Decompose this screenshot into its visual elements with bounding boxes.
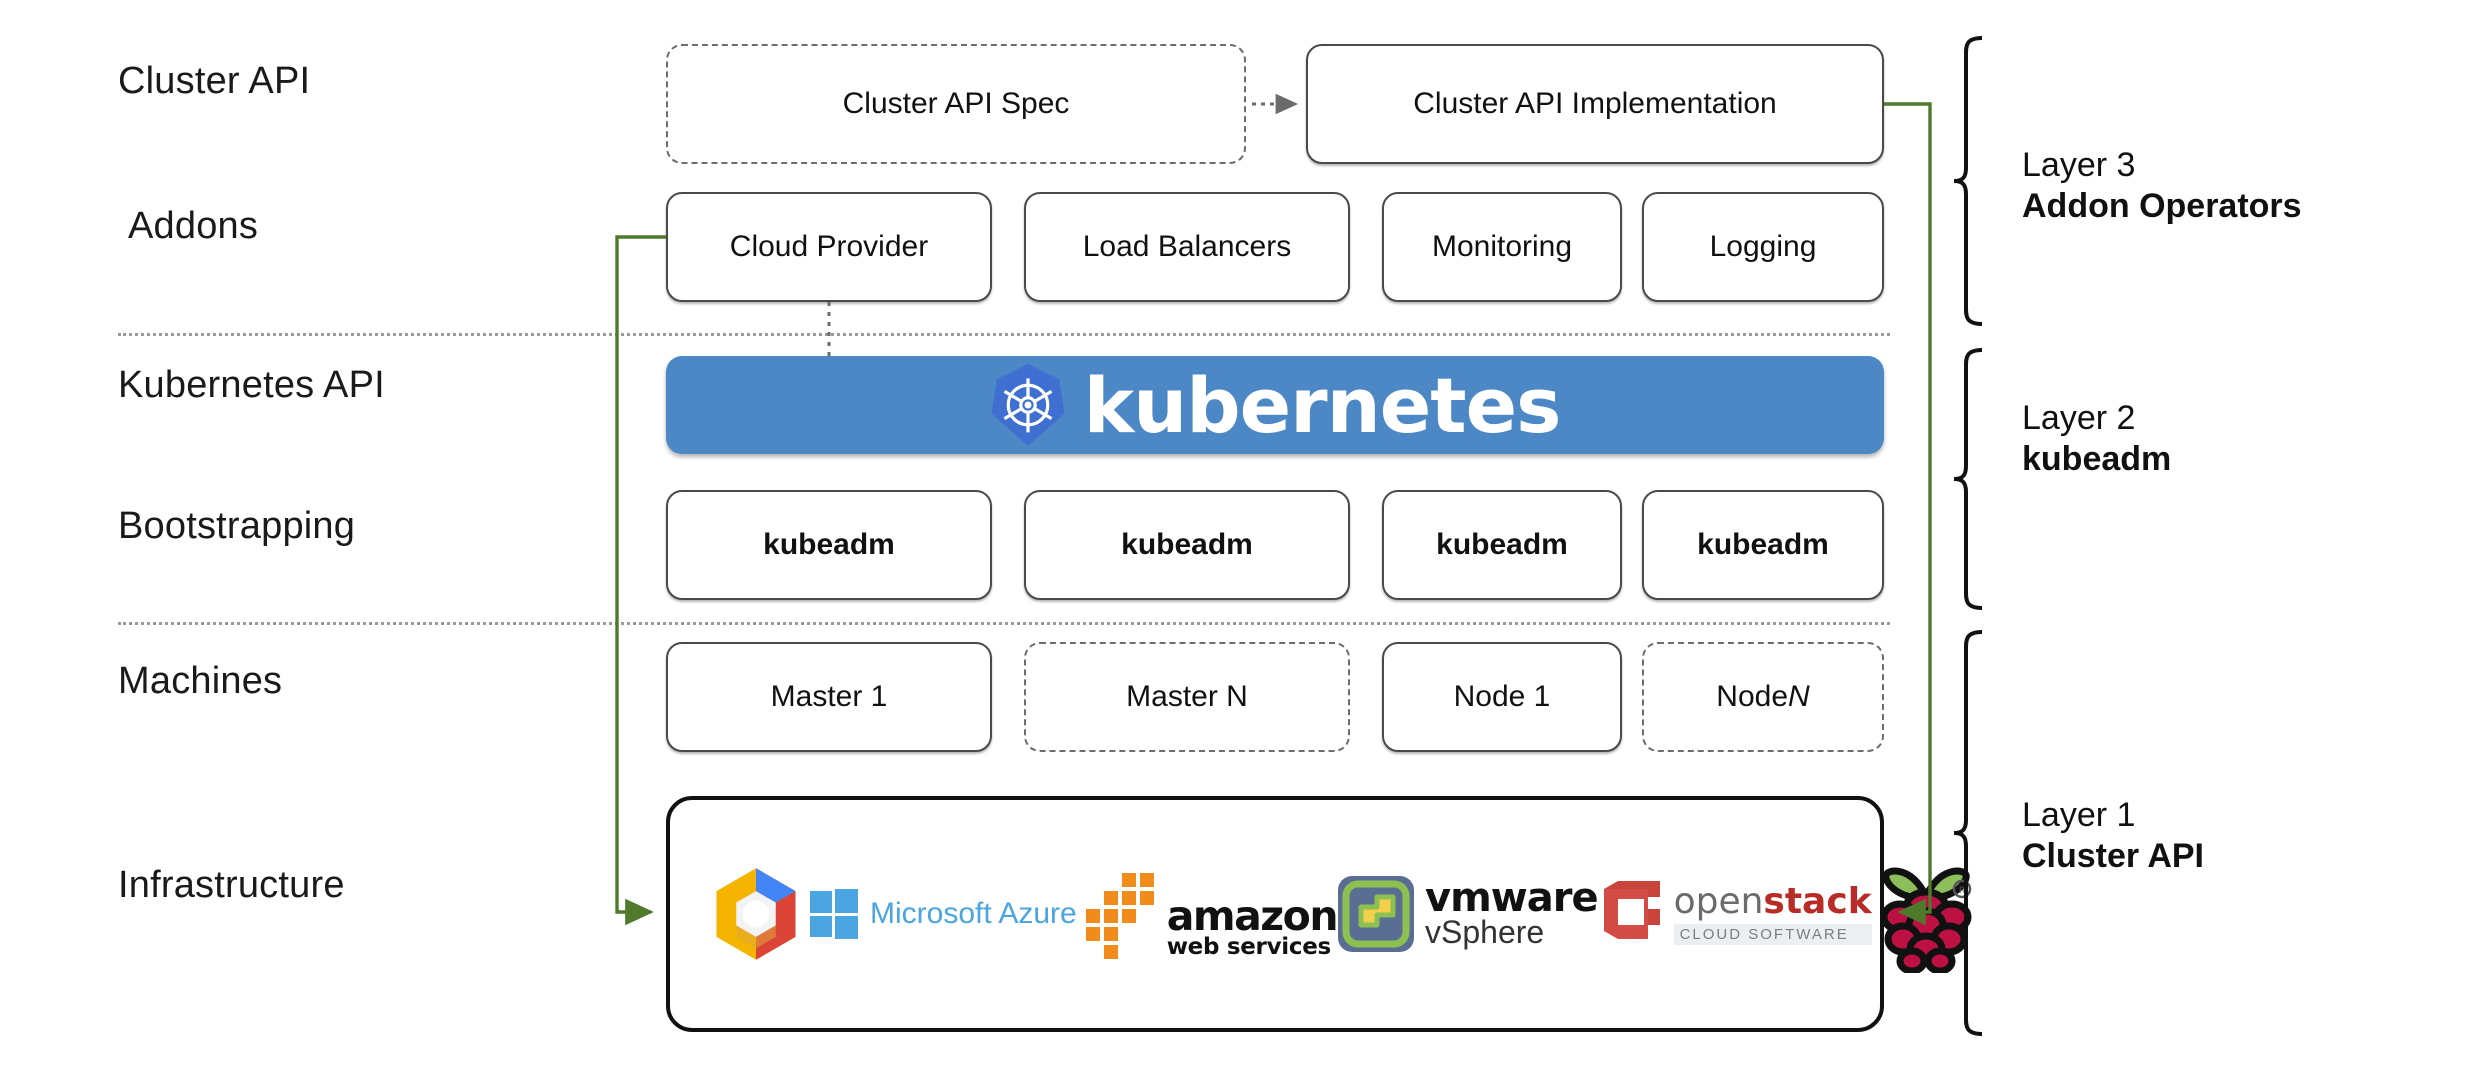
row-label-kubernetes-api: Kubernetes API bbox=[118, 364, 385, 406]
node-node-n-label: Node bbox=[1716, 680, 1789, 713]
microsoft-azure-logo[interactable]: Microsoft Azure bbox=[808, 888, 1077, 940]
kubernetes-banner-label: kubernetes bbox=[1083, 360, 1562, 450]
kubernetes-banner[interactable]: kubernetes bbox=[666, 356, 1884, 454]
layer-3-name: Addon Operators bbox=[2022, 187, 2302, 226]
openstack-logo[interactable]: openstack CLOUD SOFTWARE bbox=[1598, 877, 1872, 951]
layer-divider-addons-kubernetes bbox=[118, 333, 1890, 336]
brace-layer-2 bbox=[1953, 348, 1983, 610]
brace-layer-3 bbox=[1953, 36, 1983, 326]
node-cluster-api-spec[interactable]: Cluster API Spec bbox=[666, 44, 1246, 164]
node-kubeadm-1[interactable]: kubeadm bbox=[666, 490, 992, 600]
node-node-n-index: N bbox=[1788, 680, 1810, 713]
layer-caption-1: Layer 1 Cluster API bbox=[2022, 795, 2204, 878]
kubernetes-helm-icon bbox=[991, 363, 1065, 447]
aws-label: amazon bbox=[1166, 891, 1339, 940]
brace-layer-1 bbox=[1953, 630, 1983, 1036]
node-logging[interactable]: Logging bbox=[1642, 192, 1884, 302]
row-label-machines: Machines bbox=[118, 660, 283, 702]
node-kubeadm-4[interactable]: kubeadm bbox=[1642, 490, 1884, 600]
openstack-label: openstack bbox=[1673, 880, 1872, 922]
node-load-balancers[interactable]: Load Balancers bbox=[1024, 192, 1350, 302]
aws-sublabel: web services bbox=[1166, 934, 1331, 960]
layer-divider-bootstrapping-machines bbox=[118, 622, 1890, 625]
microsoft-azure-label: Microsoft Azure bbox=[870, 897, 1077, 930]
aws-logo[interactable]: amazon web services bbox=[1077, 868, 1339, 960]
vmware-vsphere-logo[interactable]: vmware vSphere bbox=[1337, 875, 1599, 953]
node-kubeadm-2[interactable]: kubeadm bbox=[1024, 490, 1350, 600]
row-label-addons: Addons bbox=[128, 205, 259, 247]
svg-text:R: R bbox=[1959, 886, 1965, 896]
row-label-infrastructure: Infrastructure bbox=[118, 864, 345, 906]
google-cloud-platform-logo[interactable] bbox=[704, 862, 808, 966]
openstack-sublabel: CLOUD SOFTWARE bbox=[1673, 923, 1872, 945]
layer-caption-3: Layer 3 Addon Operators bbox=[2022, 145, 2302, 228]
layer-1-number: Layer 1 bbox=[2022, 796, 2136, 834]
node-master-1[interactable]: Master 1 bbox=[666, 642, 992, 752]
layer-2-name: kubeadm bbox=[2022, 440, 2172, 479]
layer-1-name: Cluster API bbox=[2022, 837, 2205, 876]
layer-2-number: Layer 2 bbox=[2022, 399, 2136, 437]
node-master-n[interactable]: Master N bbox=[1024, 642, 1350, 752]
row-label-bootstrapping: Bootstrapping bbox=[118, 505, 356, 547]
node-node-1[interactable]: Node 1 bbox=[1382, 642, 1622, 752]
node-monitoring[interactable]: Monitoring bbox=[1382, 192, 1622, 302]
layer-caption-2: Layer 2 kubeadm bbox=[2022, 398, 2171, 481]
vmware-label: vmware bbox=[1425, 875, 1599, 921]
row-label-cluster-api: Cluster API bbox=[118, 60, 311, 102]
layer-3-number: Layer 3 bbox=[2022, 146, 2136, 184]
node-node-n[interactable]: Node N bbox=[1642, 642, 1884, 752]
node-cluster-api-implementation[interactable]: Cluster API Implementation bbox=[1306, 44, 1884, 164]
vsphere-label: vSphere bbox=[1425, 914, 1545, 950]
node-cloud-provider[interactable]: Cloud Provider bbox=[666, 192, 992, 302]
infrastructure-container[interactable]: Microsoft Azure amazon web services bbox=[666, 796, 1972, 1032]
connector-implementation-to-infrastructure bbox=[1884, 102, 1932, 926]
node-kubeadm-3[interactable]: kubeadm bbox=[1382, 490, 1622, 600]
connector-cloudprovider-to-infrastructure bbox=[615, 235, 666, 926]
